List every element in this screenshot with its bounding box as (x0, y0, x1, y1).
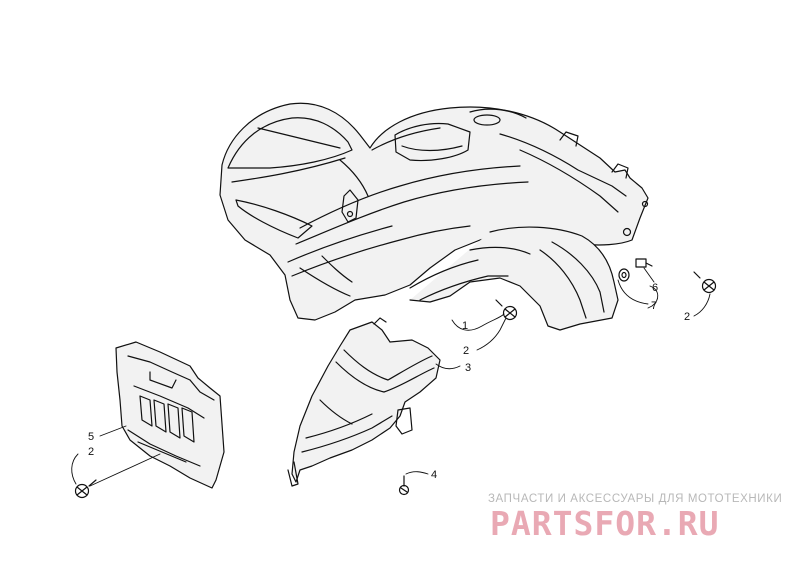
fastener-screw-2-center (495, 299, 518, 321)
callout-3: 3 (465, 362, 471, 374)
callout-2-center: 2 (463, 345, 469, 357)
fastener-screw-2-left (74, 479, 97, 499)
fastener-screw-4 (398, 475, 410, 496)
callout-2-right: 2 (684, 311, 690, 323)
front-body-panel (219, 102, 649, 331)
side-panel (115, 341, 225, 489)
fastener-washer-7 (618, 268, 630, 282)
callout-1: 1 (462, 320, 468, 332)
fastener-bolt-6 (635, 258, 653, 268)
callout-4: 4 (431, 469, 437, 481)
nose-cover (287, 317, 441, 487)
callout-2-left: 2 (88, 446, 94, 458)
watermark-logo: PARTSFOR.RU (490, 504, 720, 543)
callout-6: 6 (652, 282, 658, 294)
watermark-tagline: ЗАПЧАСТИ И АКСЕССУАРЫ ДЛЯ МОТОТЕХНИКИ (488, 493, 783, 505)
leader-lines (71, 267, 711, 487)
callout-7: 7 (651, 300, 657, 312)
fastener-screw-2-right (693, 271, 717, 294)
callout-labels: 1 2 3 4 5 2 6 7 2 (88, 282, 690, 481)
callout-5: 5 (88, 431, 94, 443)
